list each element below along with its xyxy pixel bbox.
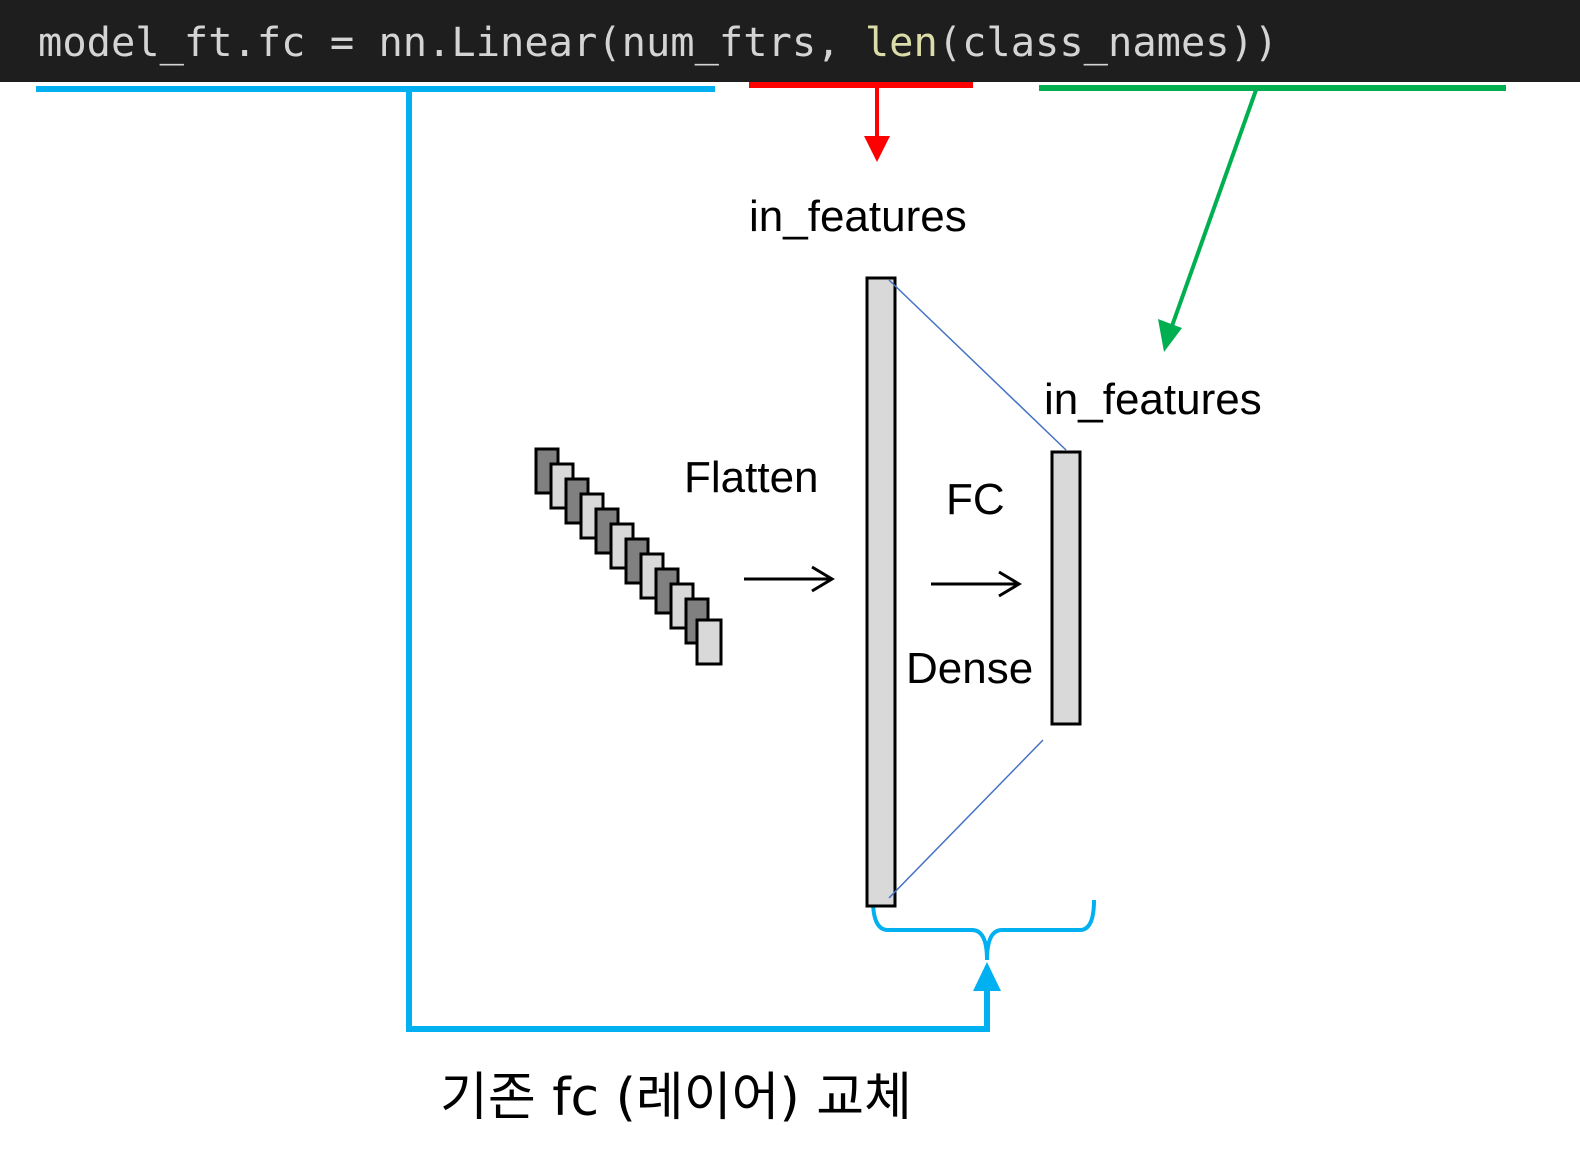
- feature-map-stack: [534, 447, 723, 666]
- connection-line-top: [888, 279, 1067, 451]
- output-layer-bar: [1050, 450, 1082, 726]
- red-arrow: [864, 88, 890, 162]
- layer-bracket: [871, 899, 1096, 961]
- label-flatten: Flatten: [684, 453, 819, 502]
- label-fc: FC: [946, 475, 1005, 524]
- code-len: len: [864, 18, 938, 66]
- code-class-names: (class_names)): [937, 18, 1279, 66]
- flatten-layer-bar: [865, 276, 897, 908]
- green-arrow: [1158, 89, 1258, 352]
- connection-line-bottom: [888, 739, 1044, 899]
- blue-arrowhead: [973, 962, 1001, 991]
- caption-replace-fc: 기존 fc (레이어) 교체: [440, 1068, 912, 1128]
- code-bar: model_ft.fc = nn.Linear(num_ftrs, len(cl…: [0, 0, 1580, 82]
- blue-connector: [406, 89, 990, 1032]
- label-in-features-top: in_features: [749, 192, 967, 241]
- code-equals: =: [305, 18, 379, 66]
- code-model-fc: model_ft.fc: [38, 18, 306, 66]
- flatten-arrow: [744, 565, 835, 593]
- fc-arrow: [931, 570, 1022, 598]
- label-dense: Dense: [906, 644, 1033, 693]
- label-in-features-right: in_features: [1044, 375, 1262, 424]
- code-comma: ,: [816, 18, 865, 66]
- code-num-ftrs: num_ftrs: [621, 18, 817, 66]
- code-line: model_ft.fc = nn.Linear(num_ftrs, len(cl…: [38, 18, 1278, 66]
- code-nn-linear: nn.Linear(: [378, 18, 622, 66]
